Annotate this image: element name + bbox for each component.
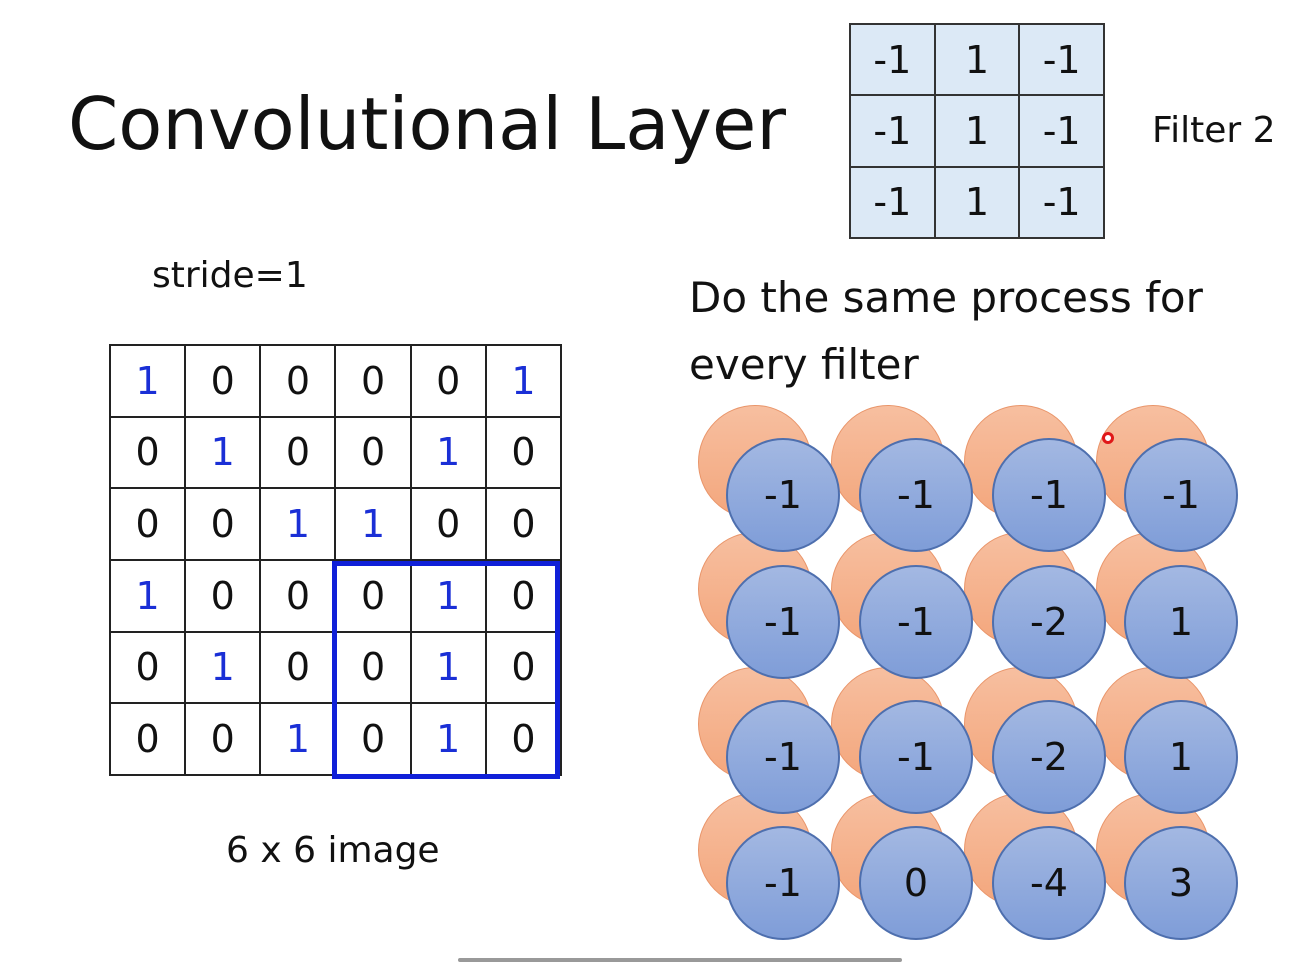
horizontal-scrollbar[interactable] [458, 958, 902, 962]
receptive-field-highlight [332, 561, 560, 779]
description-text: Do the same process for every filter [689, 264, 1289, 398]
image-cell: 1 [110, 345, 186, 417]
image-cell: 1 [260, 703, 336, 775]
image-cell: 0 [485, 559, 561, 632]
filter-cell: -1 [850, 24, 935, 96]
description-line-2: every filter [689, 340, 919, 389]
image-cell: 0 [335, 416, 411, 489]
filter-cell: 1 [934, 95, 1020, 167]
feature-map-2-value: 1 [1124, 700, 1238, 814]
image-cell: 0 [260, 631, 336, 704]
feature-map-2-value: -1 [726, 565, 840, 679]
filter-label: Filter 2 [1152, 110, 1276, 151]
filter-cell: 1 [934, 166, 1020, 238]
image-cell: 0 [110, 416, 186, 489]
slide-title: Convolutional Layer [68, 82, 786, 166]
image-cell: 0 [185, 559, 261, 632]
feature-map-2-value: -1 [1124, 438, 1238, 552]
filter-cell: 1 [934, 24, 1020, 96]
image-cell: 0 [185, 488, 261, 560]
image-cell: 1 [335, 488, 411, 560]
description-line-1: Do the same process for [689, 273, 1203, 322]
image-cell: 0 [260, 345, 336, 417]
feature-map-2-value: -1 [726, 826, 840, 940]
image-cell: 0 [110, 631, 186, 704]
filter-cell: -1 [850, 95, 935, 167]
image-cell: 0 [110, 703, 186, 775]
filter-cell: -1 [1019, 166, 1104, 238]
image-cell: 1 [410, 631, 486, 704]
feature-map-2-value: 0 [859, 826, 973, 940]
image-cell: 0 [185, 345, 261, 417]
image-cell: 1 [485, 345, 561, 417]
image-cell: 1 [410, 416, 486, 489]
image-cell: 0 [335, 345, 411, 417]
image-cell: 0 [260, 416, 336, 489]
image-cell: 1 [185, 631, 261, 704]
image-cell: 0 [410, 345, 486, 417]
feature-map-2-value: -4 [992, 826, 1106, 940]
image-cell: 1 [260, 488, 336, 560]
image-cell: 0 [185, 703, 261, 775]
image-cell: 0 [485, 416, 561, 489]
feature-map-2-value: -1 [992, 438, 1106, 552]
feature-map-2-value: -1 [859, 565, 973, 679]
feature-map-2-value: -1 [726, 438, 840, 552]
feature-map-2-value: -1 [726, 700, 840, 814]
image-cell: 0 [110, 488, 186, 560]
image-cell: 1 [410, 559, 486, 632]
image-caption: 6 x 6 image [226, 830, 440, 871]
image-cell: 0 [410, 488, 486, 560]
image-cell: 1 [185, 416, 261, 489]
feature-map-2-value: -1 [859, 438, 973, 552]
filter-cell: -1 [1019, 24, 1104, 96]
feature-map-2-value: -1 [859, 700, 973, 814]
image-cell: 0 [260, 559, 336, 632]
image-cell: 0 [485, 631, 561, 704]
stride-label: stride=1 [152, 255, 308, 296]
image-cell: 1 [110, 559, 186, 632]
pointer-cursor-icon [1102, 432, 1114, 444]
feature-map-2-value: -2 [992, 700, 1106, 814]
feature-map-2-value: -2 [992, 565, 1106, 679]
feature-map-2-value: 1 [1124, 565, 1238, 679]
image-cell: 0 [485, 488, 561, 560]
filter-cell: -1 [1019, 95, 1104, 167]
feature-map-2-value: 3 [1124, 826, 1238, 940]
filter-cell: -1 [850, 166, 935, 238]
